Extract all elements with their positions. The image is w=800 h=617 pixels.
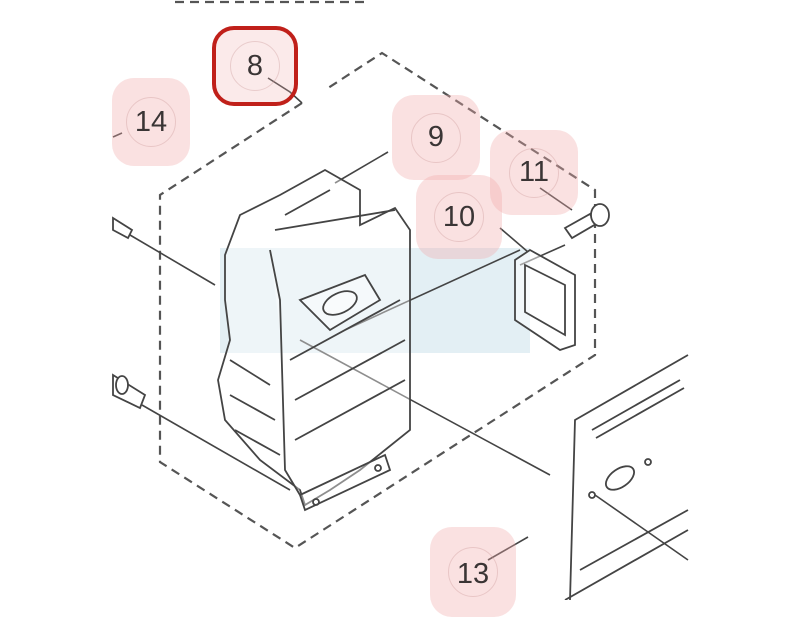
watermark-overlay (220, 248, 530, 353)
heat-shield-part-13 (564, 354, 689, 600)
callout-ring (434, 192, 484, 242)
assembly-dashed-outline (158, 0, 597, 550)
callout-ring (126, 97, 176, 147)
callout-9-label: 9 (427, 121, 445, 153)
callout-14-label: 14 (134, 105, 168, 138)
gasket-part-10 (514, 248, 576, 351)
parts-diagram (112, 0, 689, 600)
callout-ring (411, 112, 461, 163)
callout-14[interactable]: 14 (112, 78, 190, 166)
callout-13[interactable]: 13 (430, 527, 516, 617)
callout-8-label: 8 (246, 49, 264, 82)
callout-ring (230, 41, 280, 91)
leader-lines (112, 77, 689, 561)
callout-11-label: 11 (518, 156, 550, 188)
bolt-part-14 (112, 216, 134, 240)
callout-8-selected[interactable]: 8 (212, 26, 298, 106)
bolt-lower-left (112, 373, 147, 410)
callout-13-label: 13 (456, 557, 490, 590)
callout-9[interactable]: 9 (392, 95, 480, 180)
callout-ring (509, 147, 559, 198)
bolt-part-11 (563, 203, 610, 240)
callout-10-label: 10 (442, 200, 476, 233)
callout-ring (448, 547, 498, 597)
muffler-body (217, 168, 411, 512)
callout-10[interactable]: 10 (416, 175, 502, 259)
callout-11[interactable]: 11 (490, 130, 578, 215)
